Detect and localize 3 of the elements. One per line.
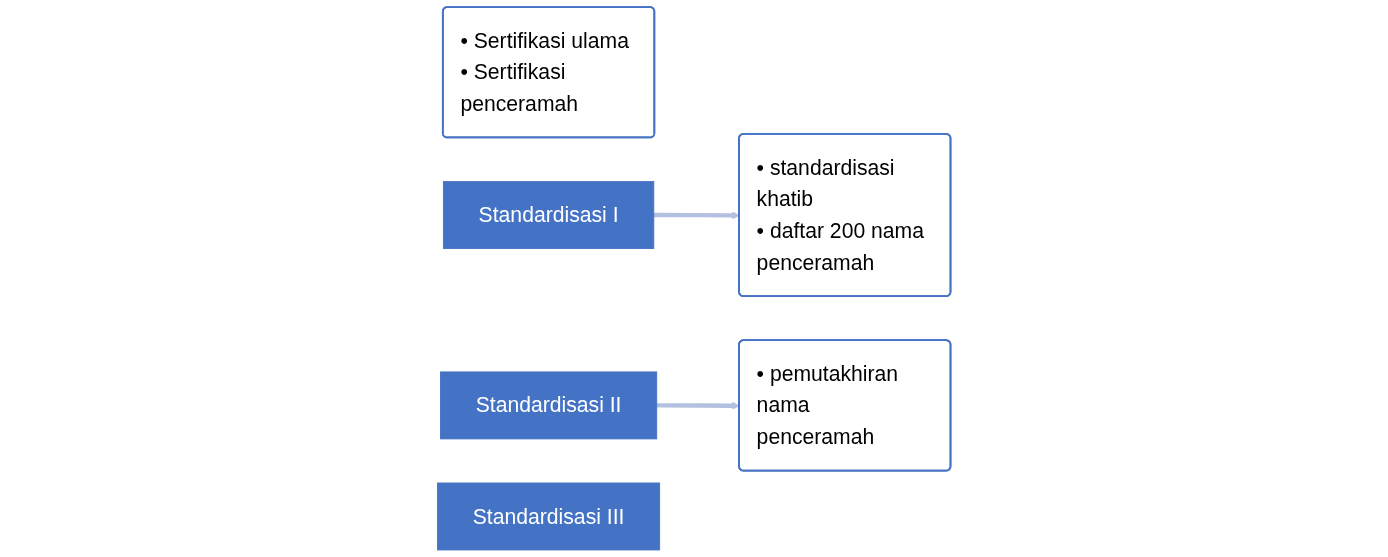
node-box: Standardisasi III bbox=[437, 482, 661, 551]
node-box: Standardisasi II bbox=[440, 371, 658, 440]
node-box: Standardisasi I bbox=[442, 181, 655, 249]
